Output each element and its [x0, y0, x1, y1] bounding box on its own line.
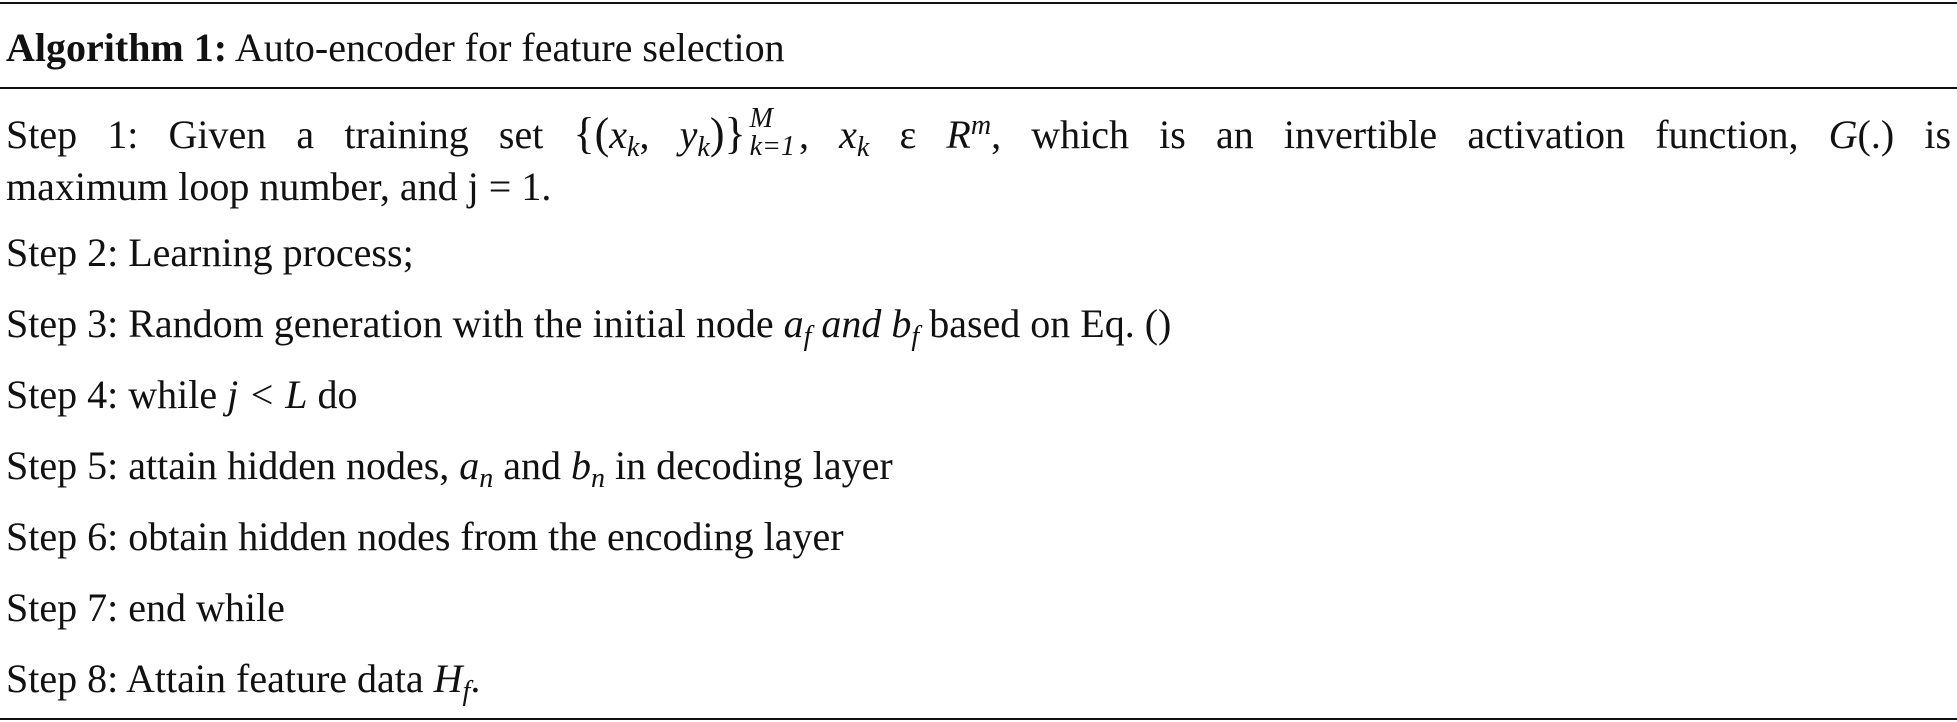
step-1-line-1: Step 1: Given a training set {(xk, yk)}M…: [6, 104, 1952, 167]
step-2: Step 2: Learning process;: [6, 230, 414, 275]
and-italic: and: [821, 301, 882, 346]
step-3-suffix: based on Eq. (): [929, 301, 1172, 346]
var-H: H: [433, 656, 463, 701]
var-a-n: a: [459, 443, 480, 488]
step-4-suffix: do: [317, 372, 358, 417]
sub-f: f: [803, 321, 812, 352]
algorithm-title: Algorithm 1: Auto-encoder for feature se…: [6, 24, 785, 72]
var-b-n: b: [571, 443, 592, 488]
sup-m: m: [970, 110, 992, 141]
step-5: Step 5: attain hidden nodes, an and bn i…: [6, 442, 893, 493]
bottom-rule: [0, 718, 1957, 720]
step-3-prefix: Step 3: Random generation with the initi…: [6, 301, 774, 346]
algorithm-label: Algorithm 1:: [6, 25, 228, 70]
step-4-prefix: Step 4: while: [6, 372, 218, 417]
upper-limit: M: [749, 102, 773, 134]
top-rule: [0, 2, 1957, 4]
step-8-prefix: Step 8: Attain feature data: [6, 656, 424, 701]
sub-k-2: k: [697, 132, 710, 163]
step-3: Step 3: Random generation with the initi…: [6, 300, 1172, 351]
step-1-prefix: Step 1: Given a training set: [6, 112, 544, 157]
step-5-suffix: in decoding layer: [615, 443, 893, 488]
sub-n: n: [479, 463, 494, 494]
step-6: Step 6: obtain hidden nodes from the enc…: [6, 514, 844, 559]
var-y: y: [679, 112, 698, 157]
sub-k-3: k: [856, 132, 870, 163]
lower-limit: k=1: [749, 130, 795, 162]
var-R: R: [946, 112, 971, 157]
set-close: )}: [709, 109, 746, 158]
epsilon: ε: [899, 112, 917, 157]
comma: ,: [639, 112, 650, 157]
var-a: a: [783, 301, 804, 346]
sub-f-3: f: [462, 676, 471, 707]
step-1-line-2: maximum loop number, and j = 1.: [6, 164, 552, 209]
sub-n-2: n: [591, 463, 606, 494]
set-open: {(: [573, 109, 610, 158]
var-G: G: [1828, 112, 1858, 157]
step-8-suffix: .: [470, 656, 481, 701]
step-1-rest-1: , which is an invertible activation func…: [991, 112, 1799, 157]
header-rule: [0, 87, 1957, 89]
var-b: b: [891, 301, 912, 346]
member-x: x: [839, 112, 857, 157]
step-7: Step 7: end while: [6, 585, 285, 630]
step-1-rest-2: (.) is: [1857, 112, 1952, 157]
separator: ,: [798, 112, 809, 157]
step-5-prefix: Step 5: attain hidden nodes,: [6, 443, 450, 488]
step-8: Step 8: Attain feature data Hf.: [6, 655, 481, 706]
step-5-and: and: [503, 443, 562, 488]
loop-condition: j < L: [227, 372, 308, 417]
algorithm-name: Auto-encoder for feature selection: [234, 25, 785, 70]
sub-k: k: [627, 132, 640, 163]
var-x: x: [609, 112, 628, 157]
sub-f-2: f: [911, 321, 920, 352]
step-4: Step 4: while j < L do: [6, 371, 357, 419]
